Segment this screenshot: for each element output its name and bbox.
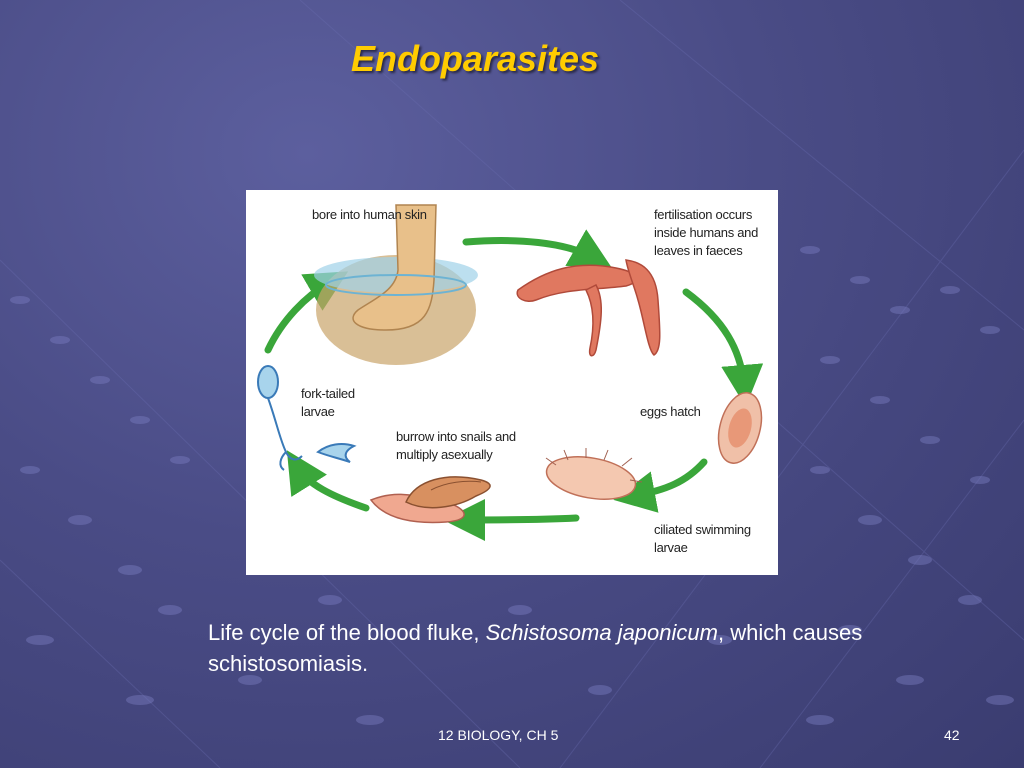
caption-text-2: , which causes schistosomiasis. [208, 620, 863, 676]
caption-species-name: Schistosoma japonicum [485, 620, 718, 645]
fork-tailed-larva-drawing [257, 365, 357, 471]
figure-caption: Life cycle of the blood fluke, Schistoso… [208, 617, 908, 679]
footer-course: 12 BIOLOGY, CH 5 [438, 727, 559, 743]
snail-drawing [369, 476, 491, 524]
egg-drawing [717, 392, 763, 464]
label-bore-into-human-skin: bore into human skin [312, 207, 427, 222]
arrow-fluke-to-egg [682, 288, 764, 407]
label-fertilisation: fertilisation occurs inside humans and l… [654, 207, 759, 258]
arrow-snail-to-cercaria [286, 450, 370, 512]
arrow-larva-to-snail [443, 498, 580, 541]
life-cycle-diagram: bore into human skin fertilisation occur… [246, 190, 778, 575]
arrow-cercaria-to-foot [264, 271, 349, 354]
adult-fluke-drawing [516, 259, 661, 357]
caption-text-1: Life cycle of the blood fluke, [208, 620, 486, 645]
foot-in-water-drawing [314, 204, 478, 365]
label-fork-tailed-larvae: fork-tailed larvae [301, 386, 355, 419]
arrow-foot-to-fluke [462, 229, 613, 269]
arrow-egg-to-larva [613, 458, 708, 513]
ciliated-larva-drawing [545, 448, 643, 500]
label-eggs-hatch: eggs hatch [640, 404, 701, 419]
slide-number: 42 [944, 727, 960, 743]
life-cycle-illustration [257, 204, 764, 541]
slide-title: Endoparasites [350, 38, 600, 79]
label-ciliated-swimming-larvae: ciliated swimming larvae [654, 522, 751, 555]
label-burrow-into-snails: burrow into snails and multiply asexuall… [396, 429, 516, 462]
